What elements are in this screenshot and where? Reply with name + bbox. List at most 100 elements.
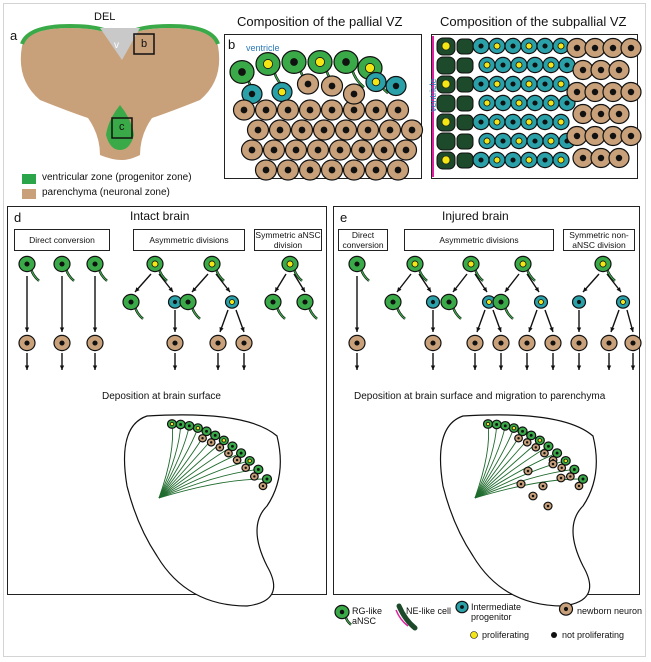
subpallial-neuron-3-nucleus — [627, 44, 635, 52]
d-brain-outline-surface-neuron-7-nucleus — [227, 452, 230, 455]
pallial-neuron-9-nucleus — [276, 126, 284, 134]
subpallial-neuron-5-nucleus — [597, 66, 605, 74]
subpallial-ip-11-nucleus — [564, 62, 570, 68]
panel-d-caption: Deposition at brain surface — [102, 391, 221, 402]
panel-d-lineage-diagram — [18, 255, 318, 607]
legend-not-proliferating: not proliferating — [562, 630, 625, 640]
pallial-neuron-5-nucleus — [350, 106, 358, 114]
pallial-neuron-15-nucleus — [408, 126, 416, 134]
subpallial-neuron-11-nucleus — [579, 110, 587, 118]
d-brain-outline-surface-neuron-10-nucleus — [253, 475, 256, 478]
subpallial-ip-30-nucleus — [483, 137, 491, 145]
d-direct-neuron-1-nucleus — [59, 340, 65, 346]
panel-e-caption: Deposition at brain surface and migratio… — [354, 391, 606, 402]
d-brain-outline-fiber-3 — [158, 427, 199, 499]
d-asym-ip-arrow-l-1-head — [219, 327, 224, 332]
d-brain-outline-surface-rg-7-nucleus — [231, 444, 234, 448]
subpallial-ip-8-nucleus — [515, 61, 523, 69]
pallial-neuron-13-nucleus — [364, 126, 372, 134]
pallial-neuron-19-nucleus — [314, 146, 322, 154]
e-brain-outline-surface-neuron-7-nucleus — [543, 452, 546, 455]
d-sym-r-head — [300, 287, 305, 292]
e-asym-neuron-r-1-nucleus — [498, 340, 504, 346]
subpallial-ip-25-nucleus — [493, 118, 501, 126]
legend-proliferating: proliferating — [482, 630, 530, 640]
pallial-neuron-top-0-nucleus — [304, 80, 312, 88]
subpallial-ip-17-nucleus — [557, 80, 565, 88]
pallial-ip-3-nucleus — [392, 82, 400, 90]
d-brain-outline-surface-neuron-4-nucleus — [201, 437, 204, 440]
d-brain-outline-fiber-1 — [158, 424, 182, 499]
subpallial-ip-31-nucleus — [500, 138, 506, 144]
d-direct-rg-1-nucleus — [59, 261, 65, 267]
legend-rg-like-ansc: RG-like aNSC — [352, 606, 383, 626]
d-brain-outline-surface-rg-3-nucleus — [195, 425, 201, 431]
e-brain-outline-surface-rg-6-nucleus — [537, 438, 542, 443]
d-sym-daughter-r-nucleus — [302, 299, 308, 305]
e-direct-arrow-head — [354, 327, 360, 332]
e-brain-outline-surface-neuron-10-nucleus — [569, 475, 572, 478]
pallial-neuron-23-nucleus — [402, 146, 410, 154]
e-brain-outline-fiber-0 — [474, 423, 490, 499]
subpallial-ip-18-nucleus — [483, 99, 491, 107]
d-asym-rg-1-nucleus — [208, 260, 216, 268]
d-sym-daughter-l-nucleus — [270, 299, 276, 305]
e-asym-daughter-rg-0-nucleus — [390, 299, 396, 305]
ventricle-v-label: v — [114, 40, 119, 51]
e-brain-outline-migrated-neuron-6-nucleus — [546, 504, 550, 508]
panel-e-title: Injured brain — [442, 209, 509, 223]
d-brain-outline-fiber-10 — [158, 469, 259, 499]
pallial-neuron-top-1-nucleus — [328, 82, 336, 90]
pallial-ip-0-nucleus — [248, 90, 256, 98]
box-b-label: b — [141, 38, 148, 50]
panel-d-label: d — [14, 210, 22, 225]
pallial-neuron-top-2-nucleus — [350, 90, 358, 98]
del-label: DEL — [94, 11, 116, 23]
e-brain-outline-surface-rg-9-nucleus — [563, 458, 568, 463]
brain-section-diagram — [20, 23, 220, 160]
subpallial-ip-15-nucleus — [525, 80, 533, 88]
subpallial-neuron-20-nucleus — [615, 154, 623, 162]
e-brain-outline-surface-neuron-11-nucleus — [577, 484, 581, 488]
d-asym-l-0-head — [135, 287, 140, 292]
pallial-neuron-29-nucleus — [372, 166, 380, 174]
d-asym-neuron-0-nucleus — [172, 340, 178, 346]
e-asym-ip-0-nucleus — [430, 299, 436, 305]
e-asym-r-0-head — [426, 287, 431, 292]
panel-e-mode-direct: Direct conversion — [338, 229, 388, 251]
e-brain-outline-surface-neuron-9-nucleus — [560, 466, 563, 470]
e-brain-outline-surface-rg-4-nucleus — [521, 429, 524, 433]
e-brain-outline-surface-rg-0-nucleus — [485, 421, 491, 427]
subpallial-ne-nucleus-2 — [441, 79, 451, 89]
legend-ip-icon-nucleus — [460, 605, 464, 609]
e-asym-rg-2-nucleus — [519, 260, 527, 268]
subpallial-ip-26-nucleus — [510, 119, 516, 125]
pallial-neuron-18-nucleus — [292, 146, 300, 154]
subpallial-neuron-7-nucleus — [573, 88, 581, 96]
subpallial-neuron-4-nucleus — [579, 66, 587, 74]
subpallial-neuron-6-nucleus — [615, 66, 623, 74]
d-asym-neuron-r-1-nucleus — [241, 340, 247, 346]
pallial-neuron-0-nucleus — [240, 106, 248, 114]
subpallial-ne-1 — [436, 56, 456, 75]
subpallial-ip-22-nucleus — [547, 99, 555, 107]
e-asym-rg-0-nucleus — [411, 260, 419, 268]
panel-e-mode-asymmetric: Asymmetric divisions — [404, 229, 554, 251]
subpallial-neuron-16-nucleus — [609, 132, 617, 140]
subpallial-ip-21-nucleus — [532, 100, 538, 106]
e-brain-outline-fiber-1 — [474, 424, 498, 499]
subpallial-ne-5 — [436, 132, 456, 151]
pallial-rg-2-nucleus — [290, 58, 298, 66]
panel-c-title: Composition of the subpallial VZ — [440, 14, 627, 29]
d-asym-out-r-1-head — [241, 365, 247, 370]
e-brain-outline-surface-neuron-5-nucleus — [525, 441, 529, 444]
e-sym-ip-arrow-rl-head — [610, 327, 615, 332]
subpallial-ip-6-nucleus — [483, 61, 491, 69]
e-sym-neuron-rr-nucleus — [630, 340, 636, 346]
subpallial-ip-3-nucleus — [525, 42, 533, 50]
legend-ne-icon — [396, 603, 418, 631]
subpallial-ip-19-nucleus — [500, 100, 506, 106]
e-asym-out-r-2-head — [550, 365, 556, 370]
panel-d-mode-asymmetric: Asymmetric divisions — [133, 229, 245, 251]
e-brain-outline-migrated-neuron-4-nucleus — [559, 476, 563, 480]
